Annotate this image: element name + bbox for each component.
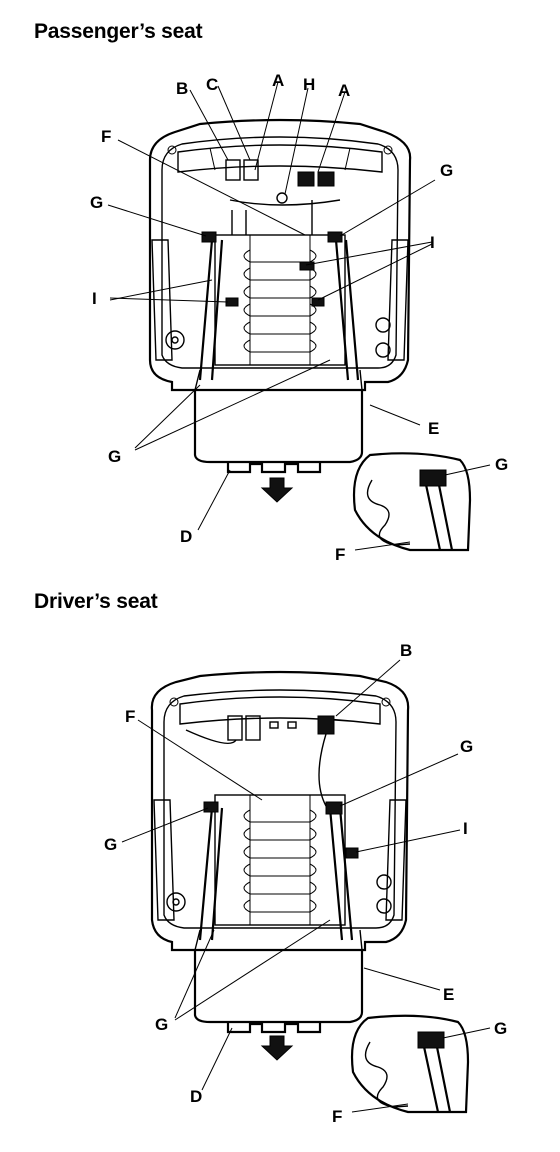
callout-lines (107, 81, 491, 551)
callout-lines (121, 659, 491, 1113)
labels: B C A H A F G G I I G E D G F (90, 71, 508, 564)
seat-rails (198, 231, 360, 381)
label-g-right: G (460, 737, 473, 756)
label-e: E (428, 419, 439, 438)
label-g-bottom: G (155, 1015, 168, 1034)
seat-cushion-front (193, 369, 364, 474)
label-a-2: A (338, 81, 350, 100)
label-f-inset: F (332, 1107, 342, 1126)
driver-seat-heading: Driver’s seat (34, 590, 158, 613)
seat-frame (150, 670, 410, 952)
label-g-left: G (104, 835, 117, 854)
label-f: F (101, 127, 111, 146)
label-c: C (206, 75, 218, 94)
labels: B F G G I G E D G F (104, 641, 507, 1126)
seat-rails (198, 801, 359, 941)
seat-frame (148, 118, 412, 392)
label-e: E (443, 985, 454, 1004)
label-i-right: I (430, 233, 435, 252)
label-d: D (190, 1087, 202, 1106)
label-f-inset: F (335, 545, 345, 564)
label-b: B (176, 79, 188, 98)
detail-inset (352, 452, 472, 552)
label-d: D (180, 527, 192, 546)
detail-inset (350, 1014, 470, 1114)
label-g-inset: G (494, 1019, 507, 1038)
connectors (225, 159, 341, 235)
passenger-seat-heading: Passenger’s seat (34, 20, 203, 43)
label-b: B (400, 641, 412, 660)
passenger-seat-diagram: B C A H A F G G I I G E D G F (90, 71, 508, 564)
front-direction-arrow (260, 477, 294, 503)
label-f: F (125, 707, 135, 726)
label-g-right: G (440, 161, 453, 180)
label-g-inset: G (495, 455, 508, 474)
label-g-left: G (90, 193, 103, 212)
label-g-bottom: G (108, 447, 121, 466)
label-i: I (463, 819, 468, 838)
label-i-left: I (92, 289, 97, 308)
driver-seat-diagram: B F G G I G E D G F (104, 641, 507, 1126)
connectors (185, 715, 335, 807)
label-a: A (272, 71, 284, 90)
seat-cushion-front (193, 929, 364, 1034)
label-h: H (303, 75, 315, 94)
seat-spring-mat (214, 234, 346, 366)
front-direction-arrow (260, 1035, 294, 1061)
